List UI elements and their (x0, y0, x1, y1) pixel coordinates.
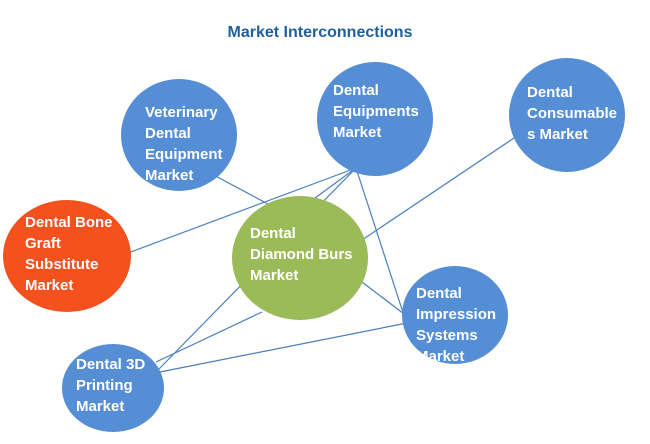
node-dental-consumables: Dental Consumable s Market (509, 58, 625, 172)
node-dental-diamond-burs: Dental Diamond Burs Market (232, 196, 368, 320)
link-equipments-bone-graft (119, 167, 357, 257)
node-label: Dental Diamond Burs Market (250, 225, 353, 284)
node-dental-equipments: Dental Equipments Market (317, 62, 433, 176)
node-dental-impression-systems: Dental Impression Systems Market (402, 266, 508, 365)
node-label: Dental Equipments Market (333, 82, 419, 141)
node-label: Dental Impression Systems Market (416, 285, 497, 365)
link-impression-printing (159, 321, 413, 373)
diagram-title: Market Interconnections (227, 24, 413, 41)
node-dental-bone-graft-substitute: Dental Bone Graft Substitute Market (3, 200, 131, 312)
node-label: Dental 3D Printing Market (76, 356, 146, 415)
node-dental-3d-printing: Dental 3D Printing Market (62, 344, 164, 432)
link-consumables-diamond-burs (361, 137, 515, 241)
link-equipments-impression (355, 167, 411, 335)
link-diamond-burs-printing (155, 311, 263, 363)
link-equipments-diamond-burs (314, 167, 357, 199)
node-veterinary-dental-equipment: Veterinary Dental Equipment Market (121, 79, 237, 191)
node-label: Dental Consumable s Market (527, 84, 618, 143)
node-label: Dental Bone Graft Substitute Market (25, 214, 113, 294)
link-veterinary-diamond-burs (207, 171, 269, 205)
node-label: Veterinary Dental Equipment Market (145, 104, 223, 184)
